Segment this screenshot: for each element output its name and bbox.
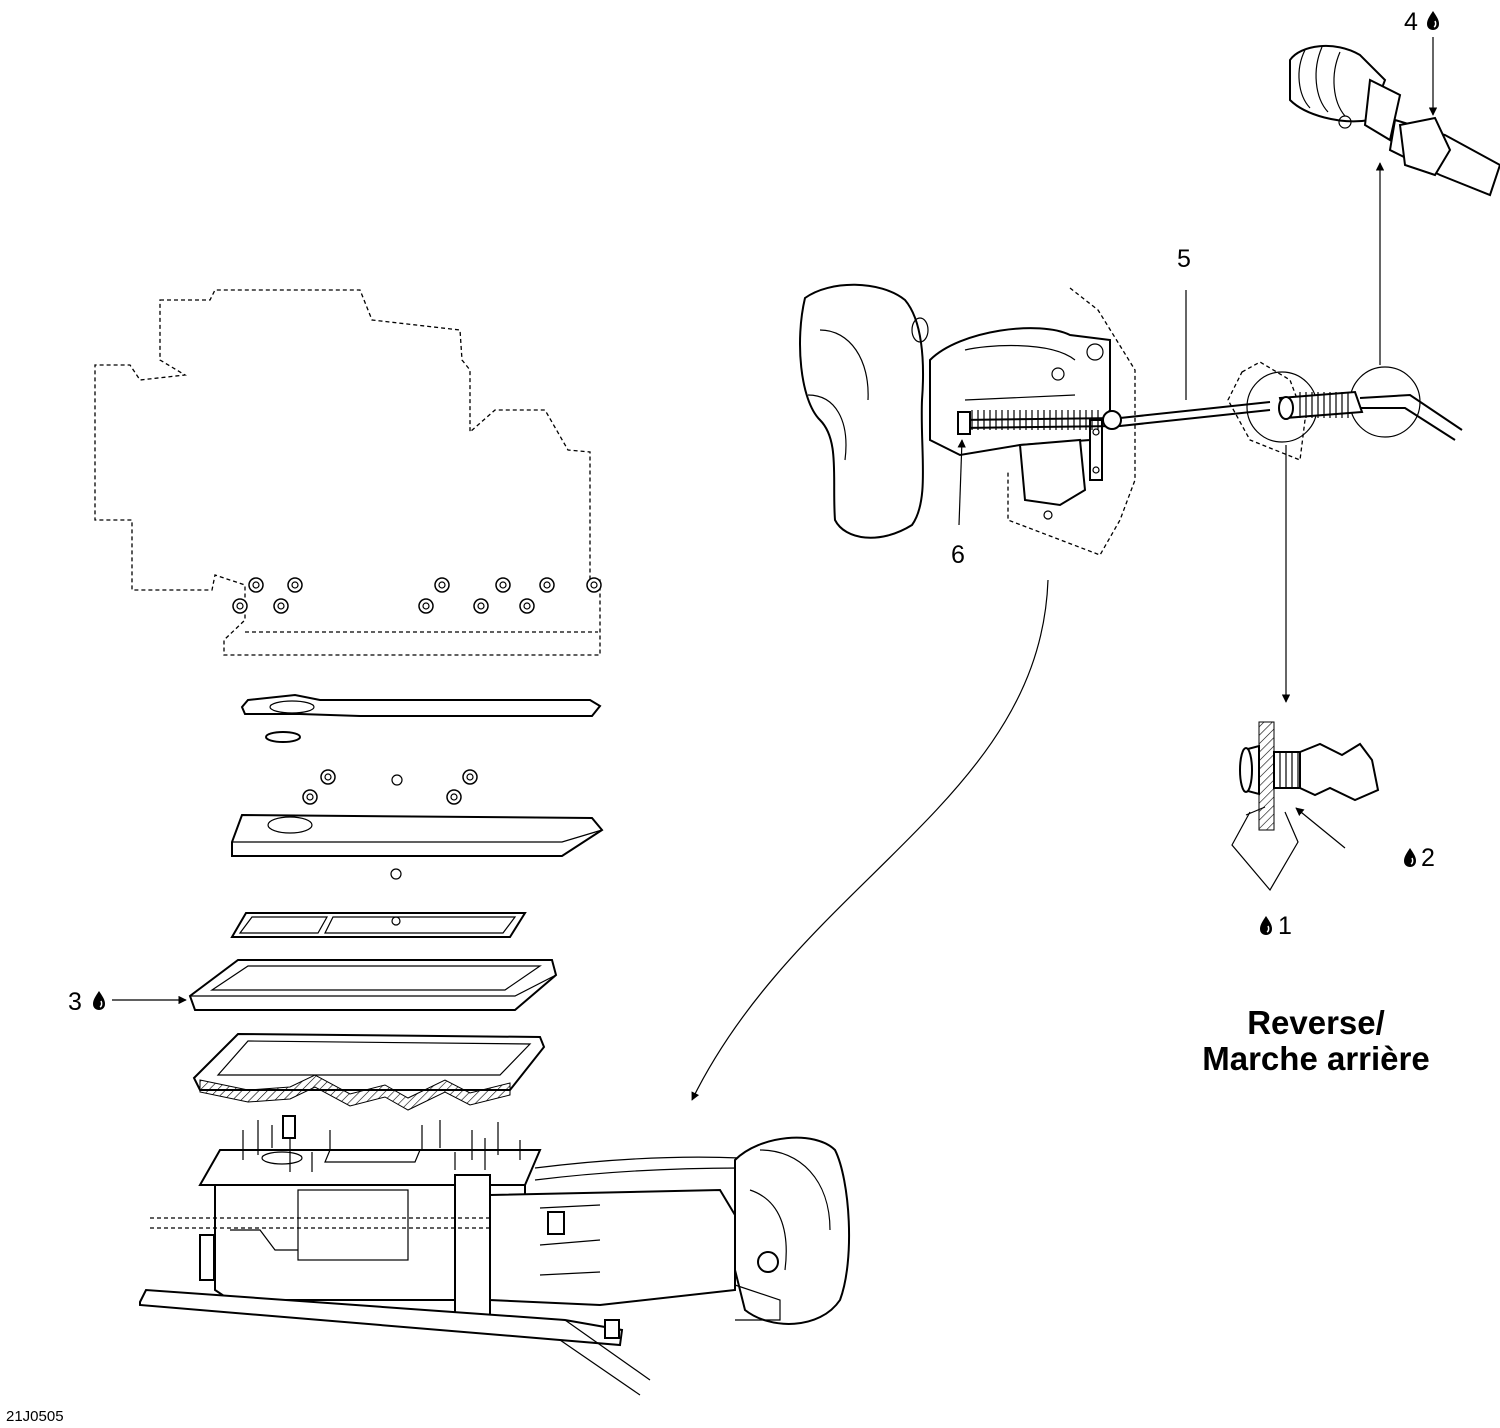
cable-boot-detail xyxy=(1289,44,1500,197)
diagram-title-line2: Marche arrière xyxy=(1202,1040,1429,1077)
engine-mount-nuts xyxy=(232,577,602,614)
adaptor-nuts xyxy=(302,769,478,805)
location-arrow-curved xyxy=(691,579,1049,1101)
callout-2: 2 xyxy=(1403,844,1435,872)
drawing-code: 21J0505 xyxy=(6,1408,64,1425)
reverse-gate-assembly xyxy=(799,283,1136,556)
oil-drop-icon xyxy=(92,990,106,1011)
adaptor-plate xyxy=(231,813,604,880)
callout-4: 4 xyxy=(1404,8,1440,36)
gasket-lower xyxy=(230,912,527,938)
reverse-cable xyxy=(957,401,1271,435)
oil-drop-icon xyxy=(1259,915,1273,936)
hull-fitting-detail xyxy=(1231,721,1380,892)
diagram-title-line1: Reverse/ xyxy=(1247,1004,1385,1041)
cable-end-detail xyxy=(1227,361,1463,461)
gasket-upper xyxy=(240,693,602,743)
svg-text:3: 3 xyxy=(68,988,82,1016)
jet-pump-assembly xyxy=(139,1115,851,1396)
callout-6: 6 xyxy=(951,541,965,569)
callout-6-leader xyxy=(957,439,966,526)
oil-drop-icon xyxy=(1403,847,1417,868)
oil-drop-icon xyxy=(1426,10,1440,31)
callout-3: 3 xyxy=(68,988,106,1016)
engine-outline xyxy=(94,289,601,656)
callout-5: 5 xyxy=(1177,245,1191,273)
rubber-seal xyxy=(188,959,558,1011)
callout-1: 1 xyxy=(1259,912,1292,940)
hull-cut-section xyxy=(192,1032,546,1111)
svg-text:4: 4 xyxy=(1404,8,1418,36)
svg-text:2: 2 xyxy=(1421,844,1435,872)
svg-text:1: 1 xyxy=(1278,912,1292,940)
